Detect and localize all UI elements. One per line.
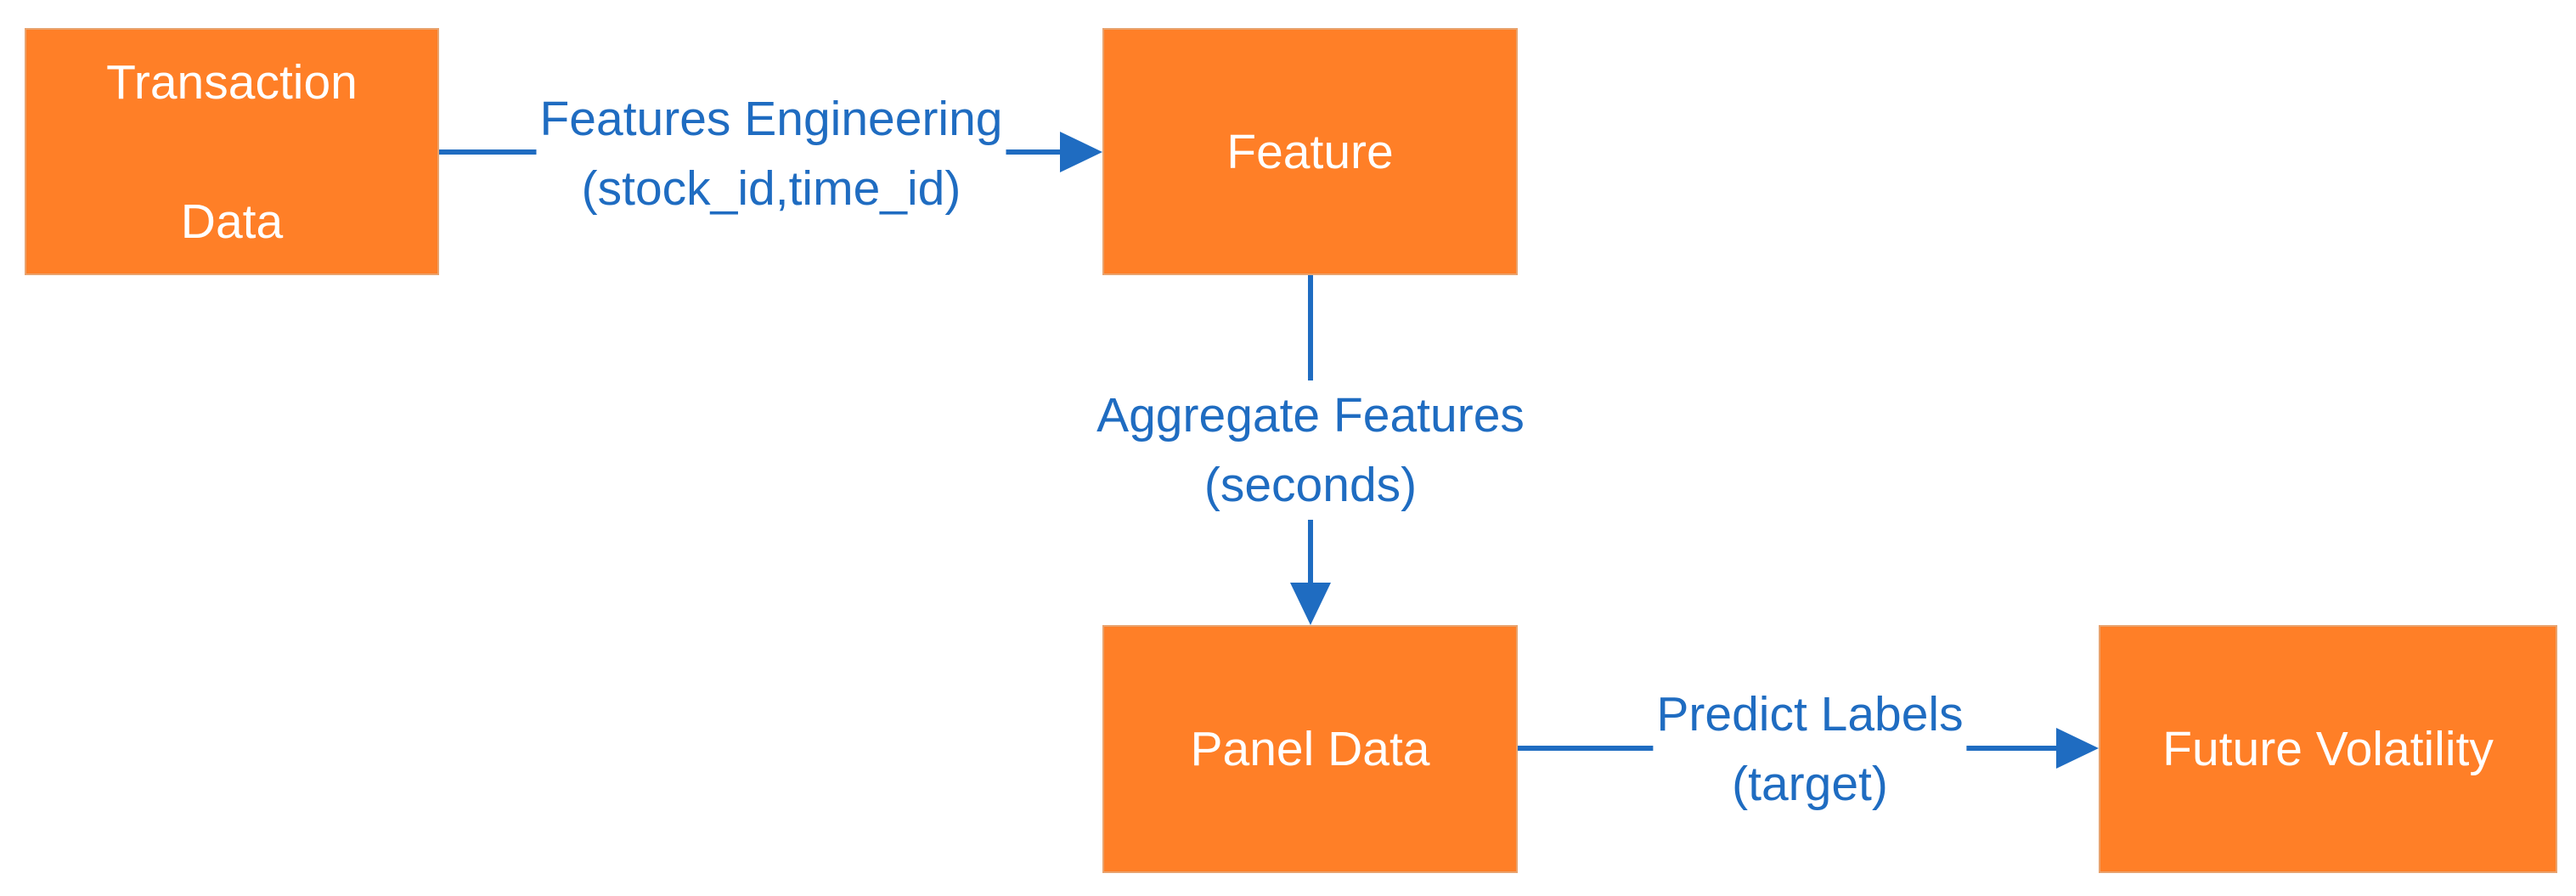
node-future-volatility-label: Future Volatility [2162,722,2494,776]
edge-aggregate-features-arrowhead [1290,583,1331,625]
node-transaction-data-line2: Data [180,194,284,249]
edge-label-features-engineering: Features Engineering (stock_id,time_id) [536,84,1006,223]
edge-label-predict-labels-line2: (target) [1732,757,1888,811]
edge-predict-labels-arrowhead [2056,728,2099,769]
edge-label-predict-labels-line1: Predict Labels [1656,687,1964,741]
edge-label-predict-labels: Predict Labels (target) [1653,679,1967,819]
node-panel-data-label: Panel Data [1190,722,1430,776]
node-feature: Feature [1102,28,1518,275]
node-future-volatility: Future Volatility [2099,625,2557,873]
edge-label-features-engineering-line2: (stock_id,time_id) [581,161,961,216]
node-transaction-data-line1: Transaction [106,54,358,110]
edge-label-aggregate-features-line2: (seconds) [1203,458,1418,512]
edge-label-aggregate-features: Aggregate Features (seconds) [1093,380,1528,520]
node-transaction-data: Transaction Data [25,28,439,275]
edge-label-aggregate-features-line1: Aggregate Features [1096,388,1525,442]
edge-label-features-engineering-line1: Features Engineering [539,92,1003,146]
node-panel-data: Panel Data [1102,625,1518,873]
node-feature-label: Feature [1226,124,1394,179]
edge-features-engineering-arrowhead [1060,132,1102,172]
